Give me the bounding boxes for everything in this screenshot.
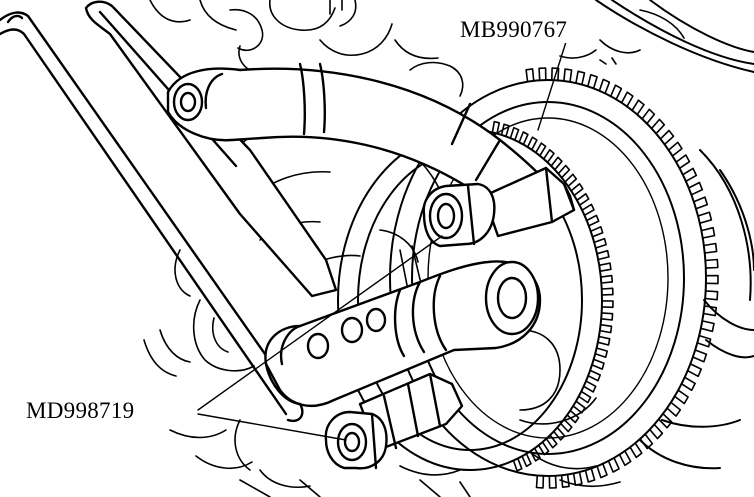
belt-tooth <box>589 226 604 238</box>
belt-tooth <box>509 126 520 141</box>
engine-background-top <box>149 0 641 97</box>
belt-tooth <box>566 409 580 424</box>
belt-tooth <box>601 300 614 309</box>
belt-tooth <box>538 67 547 82</box>
belt-tooth <box>525 68 535 83</box>
belt-tooth <box>598 78 611 95</box>
belt-tooth <box>597 335 611 346</box>
pin-shaft-tool <box>264 260 542 408</box>
belt-tooth <box>631 99 645 116</box>
belt-tooth <box>704 290 719 301</box>
belt-tooth <box>697 211 713 224</box>
belt-tooth <box>563 68 573 83</box>
belt-tooth <box>703 242 718 254</box>
belt-tooth <box>649 423 664 440</box>
belt-tooth <box>599 323 613 334</box>
belt-tooth <box>641 108 656 125</box>
belt-tooth <box>704 258 719 269</box>
belt-tooth <box>696 334 712 348</box>
belt-tooth <box>618 450 632 467</box>
engine-cover-right <box>595 0 754 470</box>
belt-tooth <box>593 237 607 249</box>
belt-tooth <box>692 349 708 363</box>
holder-handle-bar <box>0 11 304 423</box>
leader-top <box>537 41 567 131</box>
belt-tooth <box>500 123 510 138</box>
belt-tooth <box>667 141 683 157</box>
belt-tooth <box>675 154 691 170</box>
belt-tooth <box>512 457 523 472</box>
belt-tooth <box>587 74 598 90</box>
belt-tooth <box>557 164 571 179</box>
belt-tooth <box>600 312 614 321</box>
leader-bottom-a <box>197 235 443 411</box>
belt-tooth <box>607 457 620 473</box>
belt-tooth <box>551 67 560 82</box>
belt-tooth <box>570 183 584 197</box>
belt-tooth <box>666 401 682 417</box>
belt-tooth <box>687 181 704 196</box>
belt-tooth <box>529 447 541 462</box>
belt-tooth <box>682 167 698 183</box>
belt-tooth <box>620 91 634 108</box>
belt-tooth <box>596 462 608 479</box>
holder-bolt-lower <box>324 372 464 470</box>
belt-tooth <box>545 434 558 449</box>
callout-leaders <box>197 41 567 441</box>
belt-tooth <box>693 196 709 210</box>
belt-tooth <box>609 84 623 101</box>
belt-tooth <box>657 413 673 429</box>
belt-tooth <box>705 274 719 285</box>
belt-tooth <box>639 433 654 450</box>
belt-tooth <box>650 118 666 135</box>
belt-tooth <box>550 156 563 171</box>
callout-label-md998719: MD998719 <box>24 398 137 424</box>
belt-tooth <box>542 149 555 164</box>
belt-tooth <box>598 262 612 272</box>
belt-tooth <box>680 376 696 392</box>
camshaft-sprocket-large <box>389 67 719 489</box>
belt-tooth <box>552 426 566 441</box>
belt-tooth <box>659 129 675 146</box>
belt-tooth <box>587 369 601 382</box>
belt-tooth <box>535 474 545 489</box>
belt-tooth <box>673 389 689 405</box>
belt-tooth <box>700 320 715 333</box>
belt-tooth <box>585 214 600 227</box>
belt-tooth <box>582 380 597 393</box>
belt-tooth <box>686 363 702 378</box>
belt-tooth <box>491 120 500 135</box>
belt-tooth <box>548 475 557 489</box>
belt-tooth <box>596 249 610 261</box>
belt-tooth <box>702 305 718 317</box>
belt-tooth <box>629 442 643 459</box>
engine-background-bottom <box>143 9 685 497</box>
belt-tooth <box>526 136 538 151</box>
belt-tooth <box>584 467 596 483</box>
belt-tooth <box>600 274 614 284</box>
belt-tooth <box>559 418 573 433</box>
belt-tooth <box>581 203 595 217</box>
holder-bolt-upper <box>422 166 576 248</box>
belt-tooth <box>521 452 532 468</box>
belt-tooth <box>535 142 547 157</box>
belt-tooth <box>575 70 586 86</box>
belt-tooth <box>537 441 550 456</box>
belt-tooth <box>576 193 590 206</box>
belt-tooth <box>600 287 614 296</box>
belt-tooth <box>594 347 608 358</box>
callout-label-mb990767: MB990767 <box>458 17 570 43</box>
belt-tooth <box>577 390 592 404</box>
belt-tooth <box>591 358 605 370</box>
belt-tooth <box>564 173 578 188</box>
leader-bottom-b <box>197 413 347 441</box>
belt-tooth <box>518 131 529 146</box>
belt-tooth <box>700 226 716 239</box>
holder-arm <box>84 0 338 298</box>
